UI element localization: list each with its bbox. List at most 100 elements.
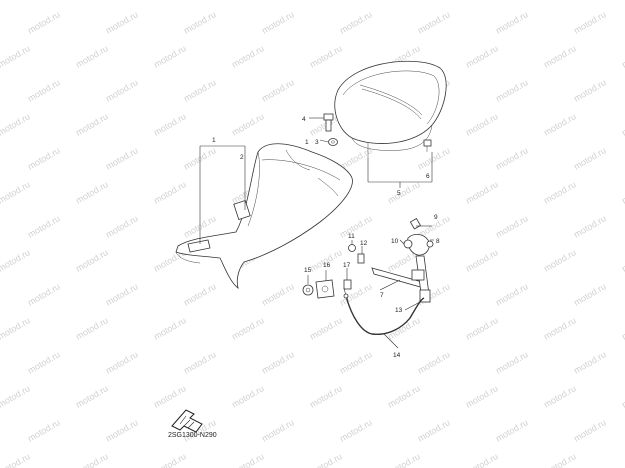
watermark-text: motod.ru [260, 281, 296, 307]
watermark-text: motod.ru [572, 213, 608, 239]
watermark-text: motod.ru [152, 43, 188, 69]
watermark-text: motod.ru [74, 315, 110, 341]
callout-1: 1 [212, 137, 216, 144]
watermark-text: motod.ru [152, 451, 188, 468]
callout-13: 13 [395, 307, 403, 314]
grommet-15 [302, 284, 314, 296]
watermark-text: motod.ru [0, 383, 32, 409]
watermark-text: motod.ru [494, 9, 530, 35]
watermark-text: motod.ru [542, 247, 578, 273]
callout-16: 16 [323, 262, 331, 269]
watermark-text: motod.ru [74, 383, 110, 409]
watermark-text: motod.ru [542, 383, 578, 409]
watermark-text: motod.ru [542, 315, 578, 341]
watermark-text: motod.ru [542, 111, 578, 137]
watermark-text: motod.ru [0, 0, 32, 2]
watermark-text: motod.ru [494, 77, 530, 103]
watermark-text: motod.ru [230, 383, 266, 409]
watermark-text: motod.ru [260, 9, 296, 35]
watermark-text: motod.ru [386, 0, 422, 2]
watermark-text: motod.ru [416, 349, 452, 375]
watermark-text: motod.ru [152, 111, 188, 137]
watermark-text: motod.ru [230, 111, 266, 137]
clamp-17 [343, 279, 352, 290]
bracket-12 [357, 253, 365, 264]
watermark-text: motod.ru [152, 383, 188, 409]
watermark-text: motod.ru [260, 417, 296, 443]
watermark-text: motod.ru [74, 43, 110, 69]
callout-1b: 1 [305, 139, 309, 146]
callout-11: 11 [348, 233, 355, 240]
watermark-text: motod.ru [464, 179, 500, 205]
watermark-text: motod.ru [338, 417, 374, 443]
watermark-text: motod.ru [620, 451, 625, 468]
watermark-text: motod.ru [260, 349, 296, 375]
watermark-text: motod.ru [26, 213, 62, 239]
watermark-text: motod.ru [104, 213, 140, 239]
watermark-text: motod.ru [542, 43, 578, 69]
callout-4: 4 [302, 116, 306, 123]
watermark-text: motod.ru [494, 417, 530, 443]
rider-seat [175, 143, 353, 289]
callout-8: 8 [436, 238, 440, 245]
watermark-text: motod.ru [152, 179, 188, 205]
callout-17: 17 [343, 262, 351, 269]
watermark-text: motod.ru [620, 383, 625, 409]
watermark-text: motod.ru [26, 417, 62, 443]
watermark-text: motod.ru [308, 451, 344, 468]
watermark-text: motod.ru [386, 179, 422, 205]
diagram-code: 2SG1300-N290 [168, 432, 217, 439]
watermark-text: motod.ru [104, 145, 140, 171]
watermark-text: motod.ru [494, 213, 530, 239]
watermark-text: motod.ru [416, 145, 452, 171]
watermark-text: motod.ru [386, 451, 422, 468]
callout-9: 9 [434, 214, 438, 221]
watermark-text: motod.ru [182, 349, 218, 375]
watermark-text: motod.ru [308, 43, 344, 69]
watermark-text: motod.ru [464, 315, 500, 341]
watermark-text: motod.ru [152, 315, 188, 341]
watermark-text: motod.ru [230, 43, 266, 69]
watermark-text: motod.ru [260, 77, 296, 103]
front-arrow-icon [171, 409, 203, 433]
watermark-text: motod.ru [0, 315, 32, 341]
watermark-text: motod.ru [386, 383, 422, 409]
callout-14: 14 [393, 352, 401, 359]
watermark-text: motod.ru [74, 247, 110, 273]
callout-12: 12 [360, 240, 368, 247]
watermark-text: motod.ru [230, 315, 266, 341]
watermark-text: motod.ru [26, 77, 62, 103]
watermark-text: motod.ru [26, 349, 62, 375]
watermark-text: motod.ru [416, 417, 452, 443]
watermark-text: motod.ru [74, 0, 110, 2]
watermark-text: motod.ru [0, 43, 32, 69]
watermark-text: motod.ru [572, 145, 608, 171]
watermark-text: motod.ru [230, 0, 266, 2]
watermark-text: motod.ru [620, 0, 625, 2]
seat-lock-assembly [371, 234, 434, 303]
leader-lines [199, 117, 434, 349]
watermark-text: motod.ru [104, 349, 140, 375]
watermark-text: motod.ru [26, 281, 62, 307]
watermark-text: motod.ru [230, 451, 266, 468]
rear-seat [334, 60, 447, 158]
callouts: 1 2 3 1 4 5 6 7 8 9 10 11 12 13 14 15 16… [212, 116, 440, 359]
watermark-text: motod.ru [464, 383, 500, 409]
watermark-text: motod.ru [182, 77, 218, 103]
watermark-text: motod.ru [338, 349, 374, 375]
callout-6: 6 [426, 173, 430, 180]
watermark-text: motod.ru [104, 281, 140, 307]
callout-10: 10 [391, 238, 399, 245]
watermark-text: motod.ru [494, 281, 530, 307]
watermark-text: motod.ru [182, 9, 218, 35]
watermark-text: motod.ru [26, 9, 62, 35]
watermark-text: motod.ru [464, 247, 500, 273]
callout-2: 2 [240, 154, 244, 161]
watermark-text: motod.ru [104, 9, 140, 35]
watermark-text: motod.ru [542, 451, 578, 468]
watermark-text: motod.ru [338, 213, 374, 239]
bolt-6 [423, 139, 432, 152]
